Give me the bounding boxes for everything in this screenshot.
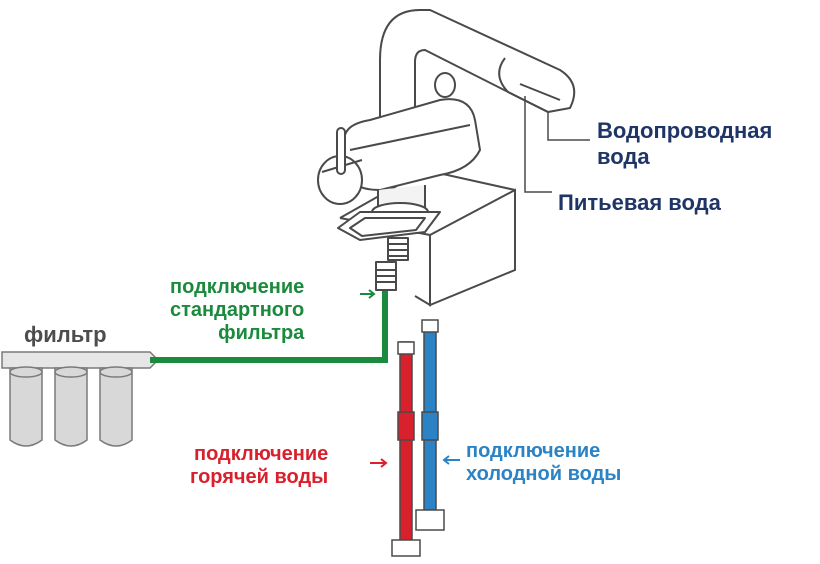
filter-unit [1, 351, 160, 447]
filter-line [150, 290, 388, 363]
hot-line-2: горячей воды [190, 466, 329, 488]
tap-water-line-2: вода [597, 144, 650, 169]
hot-arrow [370, 458, 388, 468]
filter-arrow [360, 289, 376, 299]
tap-water-label: Водопроводная вода [597, 118, 772, 170]
cold-line-2: холодной воды [466, 463, 622, 485]
cold-arrow [442, 455, 460, 465]
filter-label: фильтр [24, 322, 107, 347]
cold-water-hose [415, 319, 445, 531]
drinking-water-label: Питьевая вода [558, 190, 721, 215]
std-line-1: подключение [170, 276, 305, 298]
cold-line-1: подключение [466, 440, 601, 462]
leader-lines [524, 96, 590, 193]
std-line-2: стандартного [170, 299, 305, 321]
standard-filter-connection-label: подключение стандартного фильтра [170, 276, 304, 345]
hot-water-hose [391, 341, 421, 557]
cold-water-connection-label: подключение холодной воды [466, 440, 621, 486]
hot-water-connection-label: подключение горячей воды [190, 443, 328, 489]
hot-line-1: подключение [194, 443, 329, 465]
std-line-3: фильтра [218, 322, 305, 344]
tap-water-line-1: Водопроводная [597, 118, 773, 143]
